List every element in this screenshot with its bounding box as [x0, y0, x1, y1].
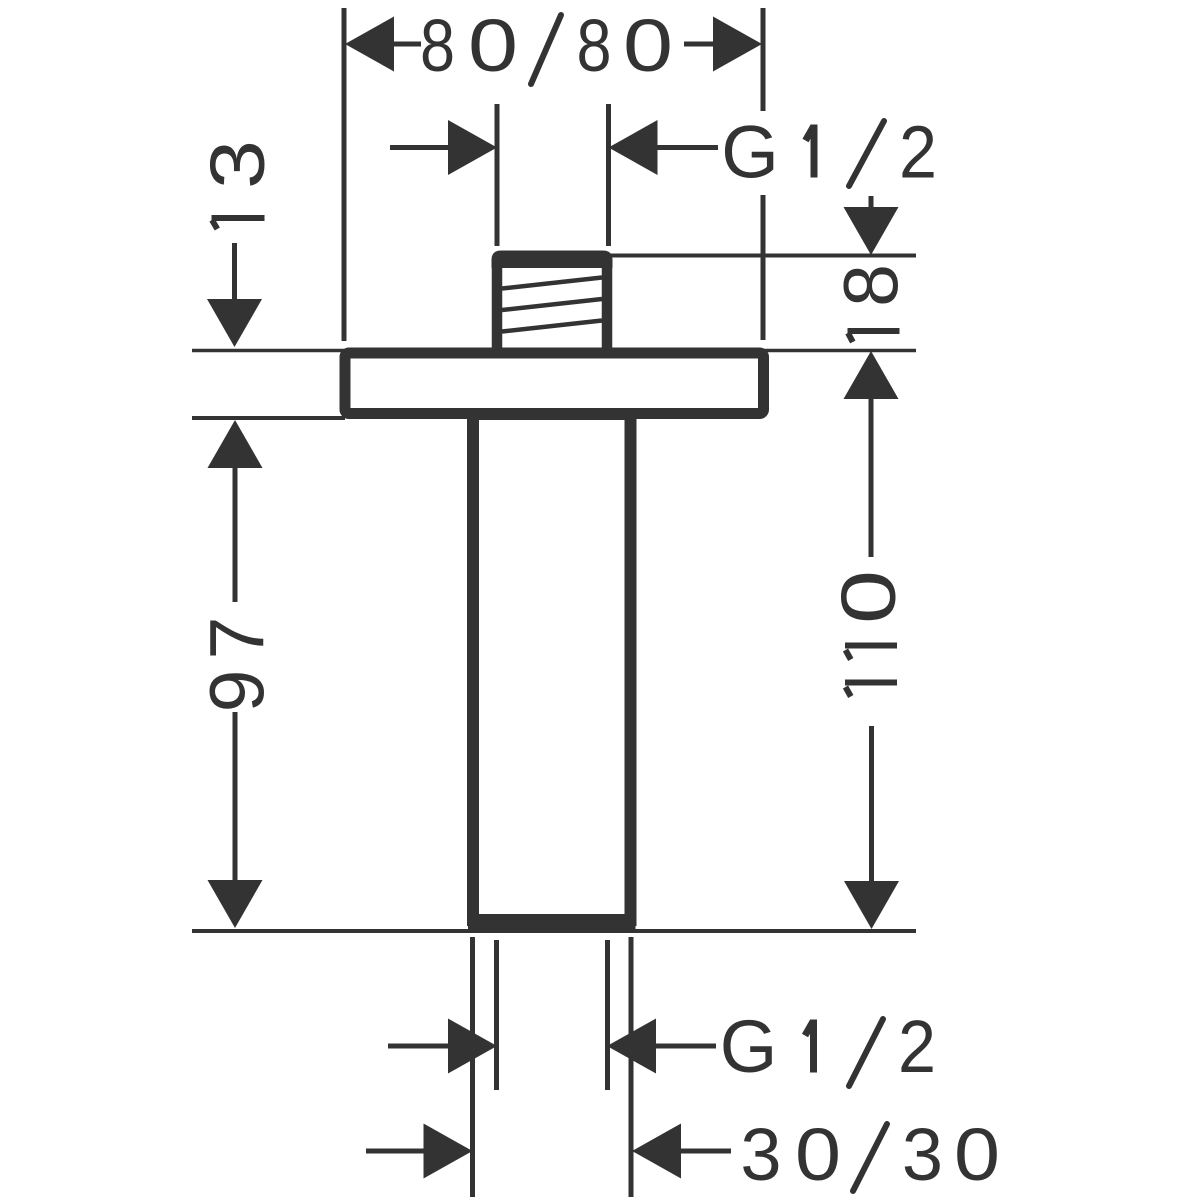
svg-text:3: 3 — [740, 1113, 781, 1196]
svg-text:G: G — [720, 1005, 778, 1088]
svg-text:0: 0 — [954, 1113, 1000, 1196]
svg-text:2: 2 — [898, 1005, 936, 1088]
svg-text:8: 8 — [577, 4, 612, 87]
svg-text:G: G — [721, 111, 779, 194]
svg-text:0: 0 — [468, 4, 518, 87]
svg-text:3: 3 — [195, 140, 281, 189]
svg-text:0: 0 — [826, 570, 912, 624]
svg-text:0: 0 — [795, 1113, 841, 1196]
svg-text:3: 3 — [902, 1113, 943, 1196]
svg-text:0: 0 — [623, 4, 673, 87]
svg-text:8: 8 — [829, 264, 915, 307]
svg-text:2: 2 — [899, 111, 937, 194]
svg-text:97: 97 — [195, 607, 281, 713]
svg-text:8: 8 — [420, 4, 455, 87]
